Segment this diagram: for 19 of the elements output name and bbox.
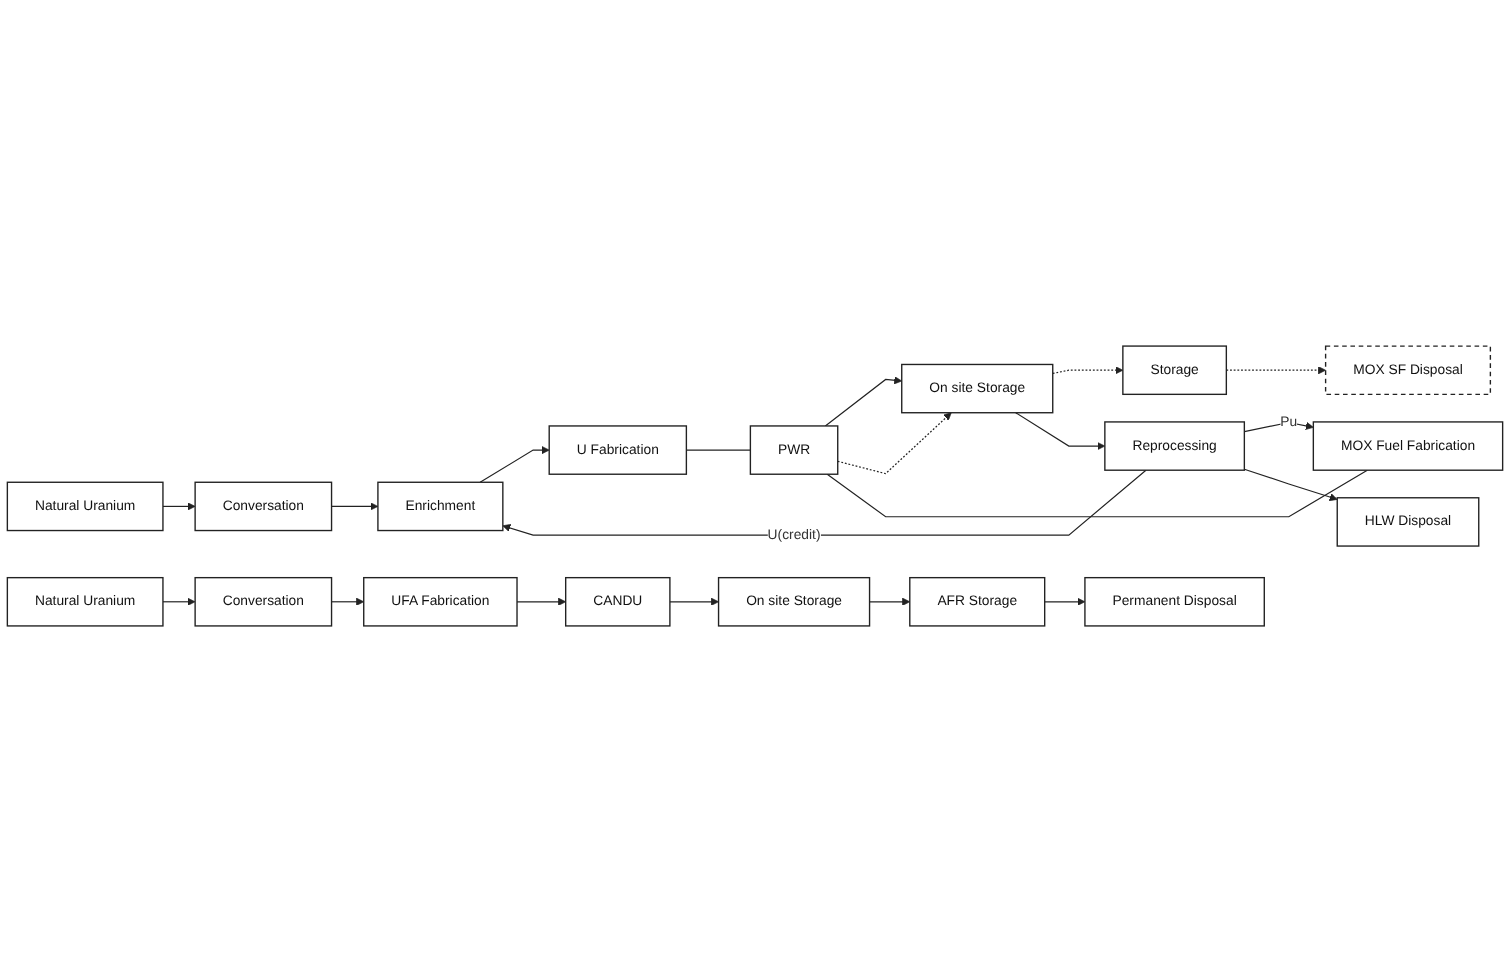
arrow <box>502 469 1147 536</box>
arrow <box>330 502 379 511</box>
arrow <box>837 412 952 475</box>
arrow <box>1052 366 1124 375</box>
arrow <box>1225 366 1326 375</box>
arrow <box>1015 412 1106 451</box>
arrow <box>1243 468 1338 502</box>
arrow <box>516 597 567 606</box>
arrow <box>162 597 196 606</box>
arrow <box>479 446 550 483</box>
connector <box>685 449 751 451</box>
connector <box>826 469 1368 518</box>
arrow <box>1044 597 1086 606</box>
arrow <box>824 376 903 427</box>
arrow <box>868 597 911 606</box>
arrow <box>330 597 365 606</box>
arrow <box>1243 421 1314 433</box>
arrow <box>162 502 196 511</box>
arrow <box>669 597 719 606</box>
